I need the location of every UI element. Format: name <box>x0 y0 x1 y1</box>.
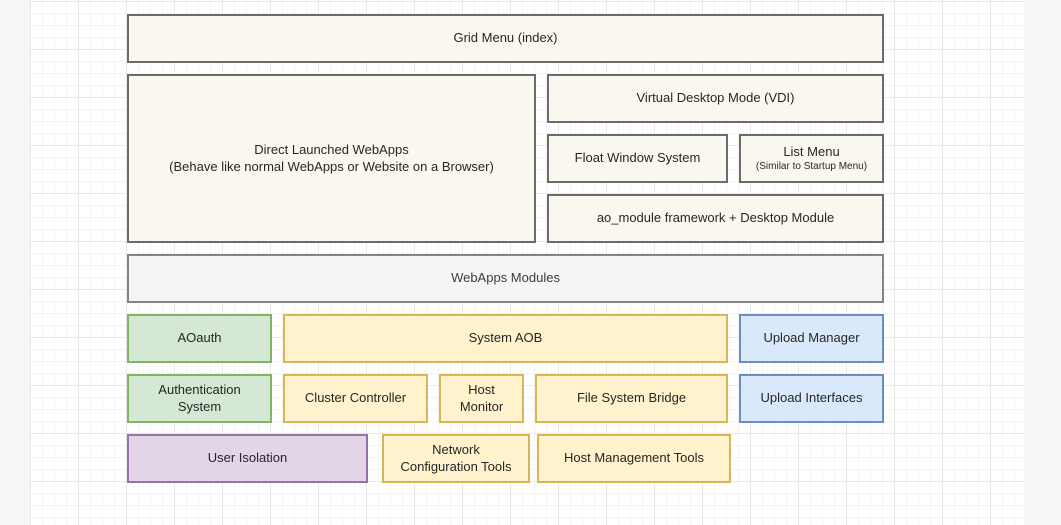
node-sublabel: (Behave like normal WebApps or Website o… <box>169 159 494 176</box>
node-label: Authentication System <box>137 382 262 416</box>
node-aoauth[interactable]: AOauth <box>127 314 272 363</box>
node-grid-menu[interactable]: Grid Menu (index) <box>127 14 884 63</box>
node-label: Cluster Controller <box>305 390 406 407</box>
node-list-menu[interactable]: List Menu (Similar to Startup Menu) <box>739 134 884 183</box>
node-label: Network Configuration Tools <box>392 442 520 476</box>
node-label: Virtual Desktop Mode (VDI) <box>637 90 795 107</box>
node-label: Host Monitor <box>449 382 514 416</box>
node-float-window-system[interactable]: Float Window System <box>547 134 728 183</box>
node-label: Grid Menu (index) <box>453 30 557 47</box>
node-upload-interfaces[interactable]: Upload Interfaces <box>739 374 884 423</box>
node-host-management-tools[interactable]: Host Management Tools <box>537 434 731 483</box>
node-label: User Isolation <box>208 450 287 467</box>
node-virtual-desktop-mode[interactable]: Virtual Desktop Mode (VDI) <box>547 74 884 123</box>
node-label: WebApps Modules <box>451 270 560 287</box>
node-direct-launched-webapps[interactable]: Direct Launched WebApps (Behave like nor… <box>127 74 536 243</box>
node-label: Upload Interfaces <box>761 390 863 407</box>
node-cluster-controller[interactable]: Cluster Controller <box>283 374 428 423</box>
node-sublabel: (Similar to Startup Menu) <box>756 160 867 173</box>
node-label: Direct Launched WebApps <box>254 142 408 159</box>
node-network-configuration-tools[interactable]: Network Configuration Tools <box>382 434 530 483</box>
node-authentication-system[interactable]: Authentication System <box>127 374 272 423</box>
node-label: Upload Manager <box>763 330 859 347</box>
node-label: File System Bridge <box>577 390 686 407</box>
node-label: Float Window System <box>575 150 701 167</box>
node-user-isolation[interactable]: User Isolation <box>127 434 368 483</box>
node-host-monitor[interactable]: Host Monitor <box>439 374 524 423</box>
node-label: List Menu <box>783 144 839 161</box>
node-ao-module-framework[interactable]: ao_module framework + Desktop Module <box>547 194 884 243</box>
node-file-system-bridge[interactable]: File System Bridge <box>535 374 728 423</box>
node-system-aob[interactable]: System AOB <box>283 314 728 363</box>
node-label: ao_module framework + Desktop Module <box>597 210 834 227</box>
node-upload-manager[interactable]: Upload Manager <box>739 314 884 363</box>
node-webapps-modules[interactable]: WebApps Modules <box>127 254 884 303</box>
node-label: Host Management Tools <box>564 450 704 467</box>
node-label: AOauth <box>177 330 221 347</box>
node-label: System AOB <box>469 330 543 347</box>
